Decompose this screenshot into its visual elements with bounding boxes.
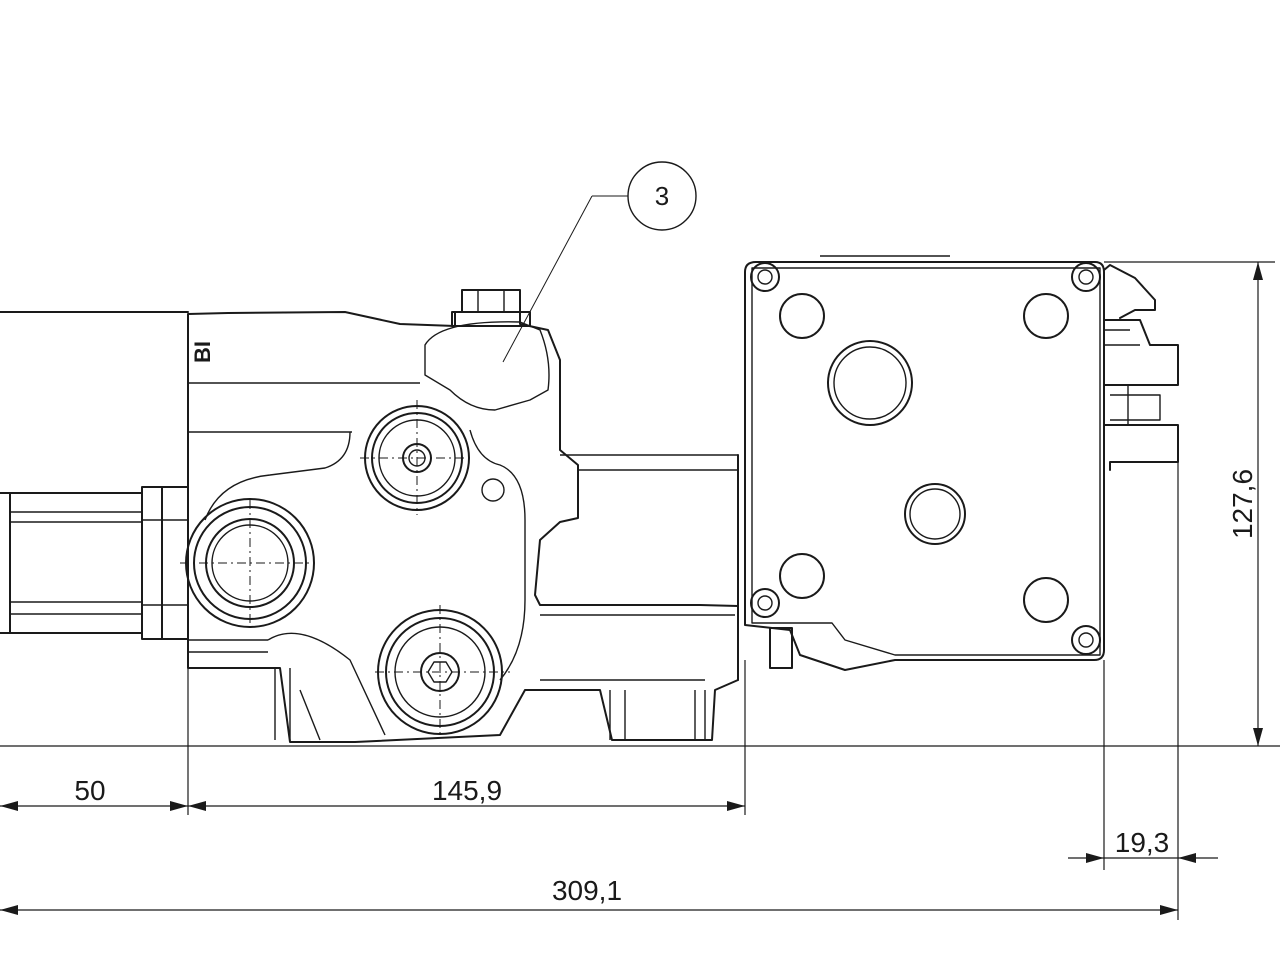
actuator-housing <box>744 255 1105 671</box>
hole <box>779 293 825 339</box>
dim-label-127-6: 127,6 <box>1227 469 1258 539</box>
right-connector <box>1103 264 1179 471</box>
dim-label-309-1: 309,1 <box>552 875 622 906</box>
port-top <box>360 400 505 515</box>
dim-label-145-9: 145,9 <box>432 775 502 806</box>
hole <box>1023 293 1069 339</box>
dimension-lines <box>0 261 1280 920</box>
dimension-labels: 50 145,9 19,3 309,1 127,6 <box>74 469 1258 906</box>
balloon-number: 3 <box>655 181 669 211</box>
hex-plug <box>451 289 531 327</box>
screw-bottom-left <box>750 588 780 618</box>
screw-bottom-right <box>1071 625 1101 655</box>
valve-body: BI <box>0 311 739 743</box>
screw-top-left <box>750 262 780 292</box>
screw-top-right <box>1071 262 1101 292</box>
port-bottom <box>375 605 510 735</box>
dim-label-50: 50 <box>74 775 105 806</box>
hole-medium <box>904 483 966 545</box>
dim-label-19-3: 19,3 <box>1115 827 1170 858</box>
body-marking: BI <box>190 341 215 363</box>
hole <box>779 553 825 599</box>
left-connector <box>0 486 189 640</box>
callout-balloon: 3 <box>502 161 697 363</box>
port-large-left <box>180 498 315 628</box>
hole-large <box>827 340 913 426</box>
hole <box>1023 577 1069 623</box>
